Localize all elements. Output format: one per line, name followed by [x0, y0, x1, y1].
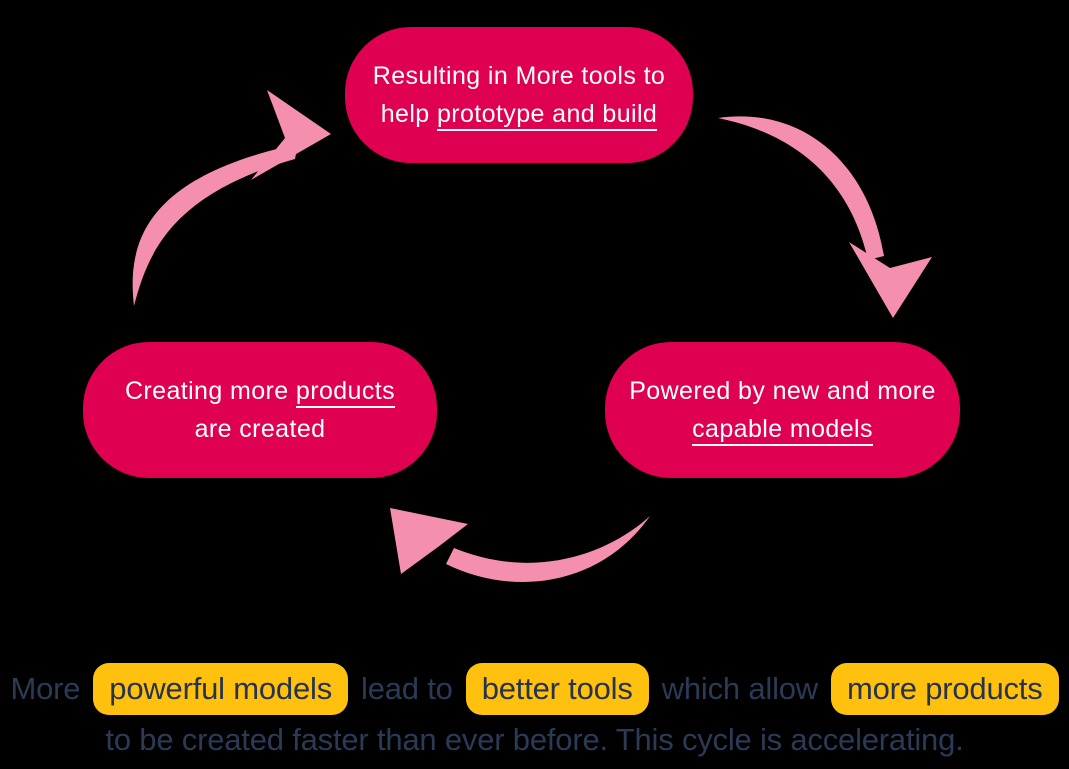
arrow-left-to-top-head [251, 90, 331, 180]
arrow-left-to-top-shaft [132, 144, 298, 306]
node-line: Resulting in More tools to [372, 62, 666, 90]
underlined-phrase: products [295, 377, 396, 408]
underlined-phrase: capable models [692, 415, 873, 446]
node-line: Powered by new and more [629, 377, 936, 405]
node-resulting-tools: Resulting in More tools to help prototyp… [345, 27, 693, 163]
node-creating-products: Creating more products are created [83, 342, 437, 478]
highlight-chip-more-products: more products [830, 663, 1059, 715]
node-line: Creating more products [125, 372, 396, 410]
underlined-phrase: prototype and build [436, 100, 658, 131]
caption-line-1: More powerful models lead to better tool… [10, 663, 1059, 715]
arrow-right-to-left-head [390, 508, 468, 574]
node-capable-models: Powered by new and more capable models [605, 342, 960, 478]
caption-text: lead to [361, 671, 453, 706]
highlight-chip-better-tools: better tools [465, 663, 649, 715]
node-line: are created [194, 415, 326, 443]
caption-line-2: to be created faster than ever before. T… [105, 722, 964, 757]
caption: More powerful models lead to better tool… [0, 663, 1069, 758]
highlight-chip-powerful-models: powerful models [93, 663, 349, 715]
arrow-top-to-right-shaft [718, 116, 884, 260]
node-line: help prototype and build [381, 95, 658, 133]
arrow-top-to-right-head [849, 242, 932, 318]
arrow-right-to-left-shaft [446, 516, 650, 583]
caption-text: More [10, 671, 81, 706]
node-line: capable models [692, 410, 873, 448]
caption-text: which allow [661, 671, 819, 706]
